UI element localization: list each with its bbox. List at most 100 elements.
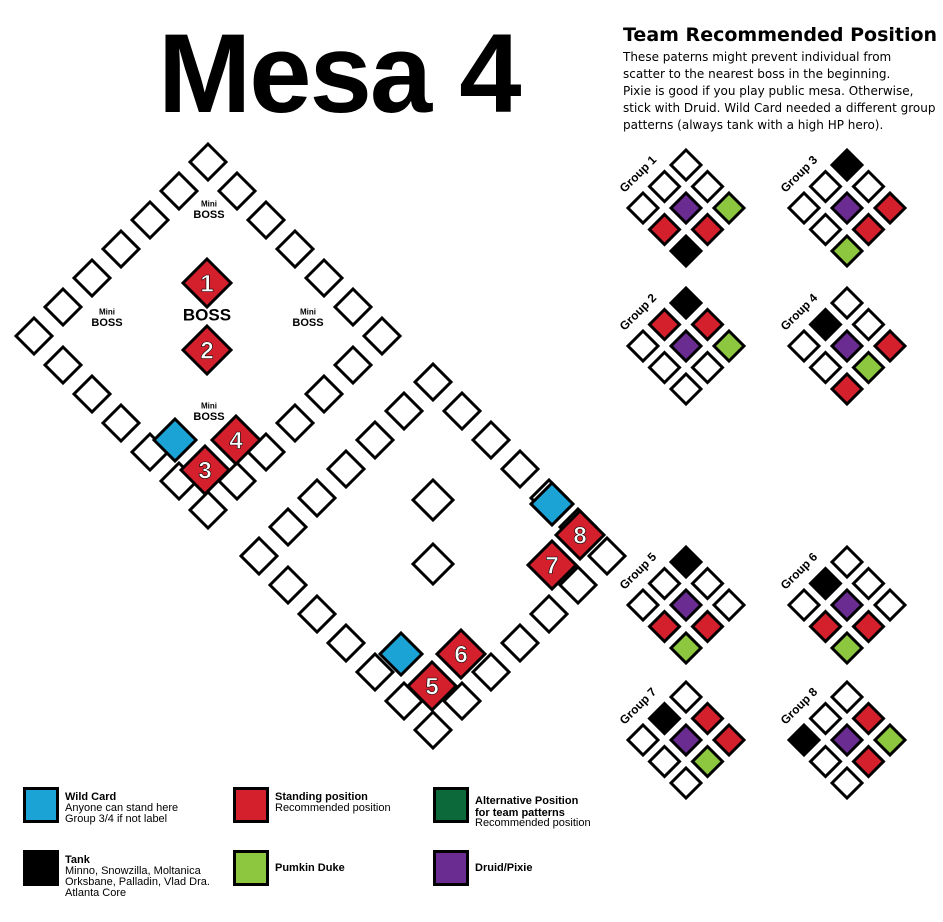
pattern-cell-tank	[808, 566, 843, 601]
pattern-cell-tank	[808, 307, 843, 342]
legend-desc: Minno, Snowzilla, Moltanica Orksbane, Pa…	[65, 866, 210, 899]
pattern-cell-standing	[829, 371, 865, 407]
group-pattern: Group 3	[778, 147, 908, 269]
board-tile	[187, 489, 229, 531]
pattern-cell-empty	[625, 328, 661, 364]
pattern-cell-empty	[829, 765, 865, 801]
pattern-cell-empty	[690, 566, 725, 601]
pattern-cell-standing	[690, 307, 725, 342]
legend-title: Wild Card	[65, 791, 117, 803]
board-tile	[13, 315, 55, 357]
group-pattern: Group 6	[778, 544, 908, 666]
legend-title: Druid/Pixie	[475, 862, 533, 874]
pattern-cell-pumpkin	[711, 328, 747, 364]
board-tile	[274, 402, 316, 444]
alternative-swatch	[433, 787, 469, 823]
position-number: 2	[200, 338, 213, 365]
pattern-cell-standing	[690, 609, 725, 644]
position-number: 4	[229, 428, 243, 455]
pattern-cell-empty	[625, 190, 661, 226]
group-pattern: Group 7	[617, 679, 747, 801]
pumpkin-swatch	[233, 850, 269, 886]
position-number: 3	[198, 458, 211, 485]
wild-card-tile	[377, 630, 425, 678]
board-tile	[245, 199, 287, 241]
board-tile	[187, 141, 229, 183]
board-tile	[499, 622, 541, 664]
legend-desc-line: Recommended position	[475, 817, 591, 829]
pattern-cell-tank	[668, 544, 704, 580]
position-number: 7	[545, 553, 558, 580]
board-tile	[303, 373, 345, 415]
board-tile	[557, 564, 599, 606]
pattern-cell-tank	[786, 722, 822, 758]
pattern-cell-druid	[668, 722, 704, 758]
mini-boss-label: Mini	[300, 308, 316, 317]
pattern-cell-standing	[647, 609, 682, 644]
group-pattern: Group 1	[617, 147, 747, 269]
pattern-cell-empty	[625, 587, 661, 623]
pattern-cell-empty	[829, 679, 865, 715]
pattern-cell-empty	[808, 744, 843, 779]
board-tile	[42, 344, 84, 386]
standing-position-marker	[178, 443, 232, 497]
pattern-cell-druid	[829, 722, 865, 758]
pattern-cell-druid	[668, 190, 704, 226]
legend-title: Pumkin Duke	[275, 862, 345, 874]
group-pattern: Group 4	[778, 285, 908, 407]
board-tile	[325, 622, 367, 664]
team-position-description: These paterns might prevent individual f…	[623, 49, 941, 134]
position-number: 1	[200, 271, 213, 298]
team-group-patterns: Group 1 Group 2 Group 3 Group 4 Group 5 Group…	[617, 147, 908, 801]
pattern-cell-standing	[808, 609, 843, 644]
position-number: 6	[454, 642, 467, 669]
team-position-heading: Team Recommended Position	[623, 24, 938, 46]
pattern-cell-empty	[829, 544, 865, 580]
page-title: Mesa 4	[158, 11, 522, 136]
mini-boss-label: BOSS	[292, 317, 323, 329]
description-line: patterns (always tank with a high HP her…	[623, 118, 884, 132]
board-tile	[332, 344, 374, 386]
board-tile	[332, 286, 374, 328]
legend-desc: Recommended position	[275, 803, 391, 814]
standing-position-marker	[405, 659, 459, 713]
legend-title-line: Alternative Position	[475, 795, 579, 807]
wild-card-tile	[151, 416, 199, 464]
pattern-cell-empty	[647, 350, 682, 385]
pattern-cell-empty	[647, 566, 682, 601]
pattern-cell-standing	[851, 701, 886, 736]
group-pattern: Group 2	[617, 285, 747, 407]
pattern-cell-pumpkin	[711, 190, 747, 226]
pattern-cell-pumpkin	[668, 630, 704, 666]
legend-title-line: for team patterns	[475, 807, 565, 819]
pattern-cell-pumpkin	[851, 350, 886, 385]
board-tile	[216, 170, 258, 212]
pattern-cell-standing	[647, 212, 682, 247]
mini-boss-label: Mini	[99, 308, 115, 317]
legend-desc-line: Atlanta Core	[65, 887, 127, 899]
mini-boss-label: BOSS	[91, 317, 122, 329]
group-pattern: Group 8	[778, 679, 908, 801]
pattern-cell-druid	[829, 190, 865, 226]
board-tile	[158, 170, 200, 212]
board-tile	[412, 709, 454, 751]
pattern-cell-empty	[668, 679, 704, 715]
tank-swatch	[23, 850, 59, 886]
pattern-cell-empty	[829, 285, 865, 321]
group-pattern: Group 5	[617, 544, 747, 666]
board-tile	[71, 373, 113, 415]
pattern-cell-pumpkin	[829, 233, 865, 269]
pattern-cell-druid	[829, 328, 865, 364]
pattern-cell-empty	[668, 147, 704, 183]
board-tile	[42, 286, 84, 328]
description-line: Pixie is good if you play public mesa. O…	[623, 84, 914, 98]
position-number: 8	[573, 523, 586, 550]
pattern-cell-tank	[829, 147, 865, 183]
description-line: stick with Druid. Wild Card needed a dif…	[623, 101, 936, 115]
pattern-cell-druid	[668, 587, 704, 623]
pattern-cell-standing	[872, 328, 908, 364]
board-tile	[470, 651, 512, 693]
standing-swatch	[233, 787, 269, 823]
pattern-cell-tank	[647, 701, 682, 736]
